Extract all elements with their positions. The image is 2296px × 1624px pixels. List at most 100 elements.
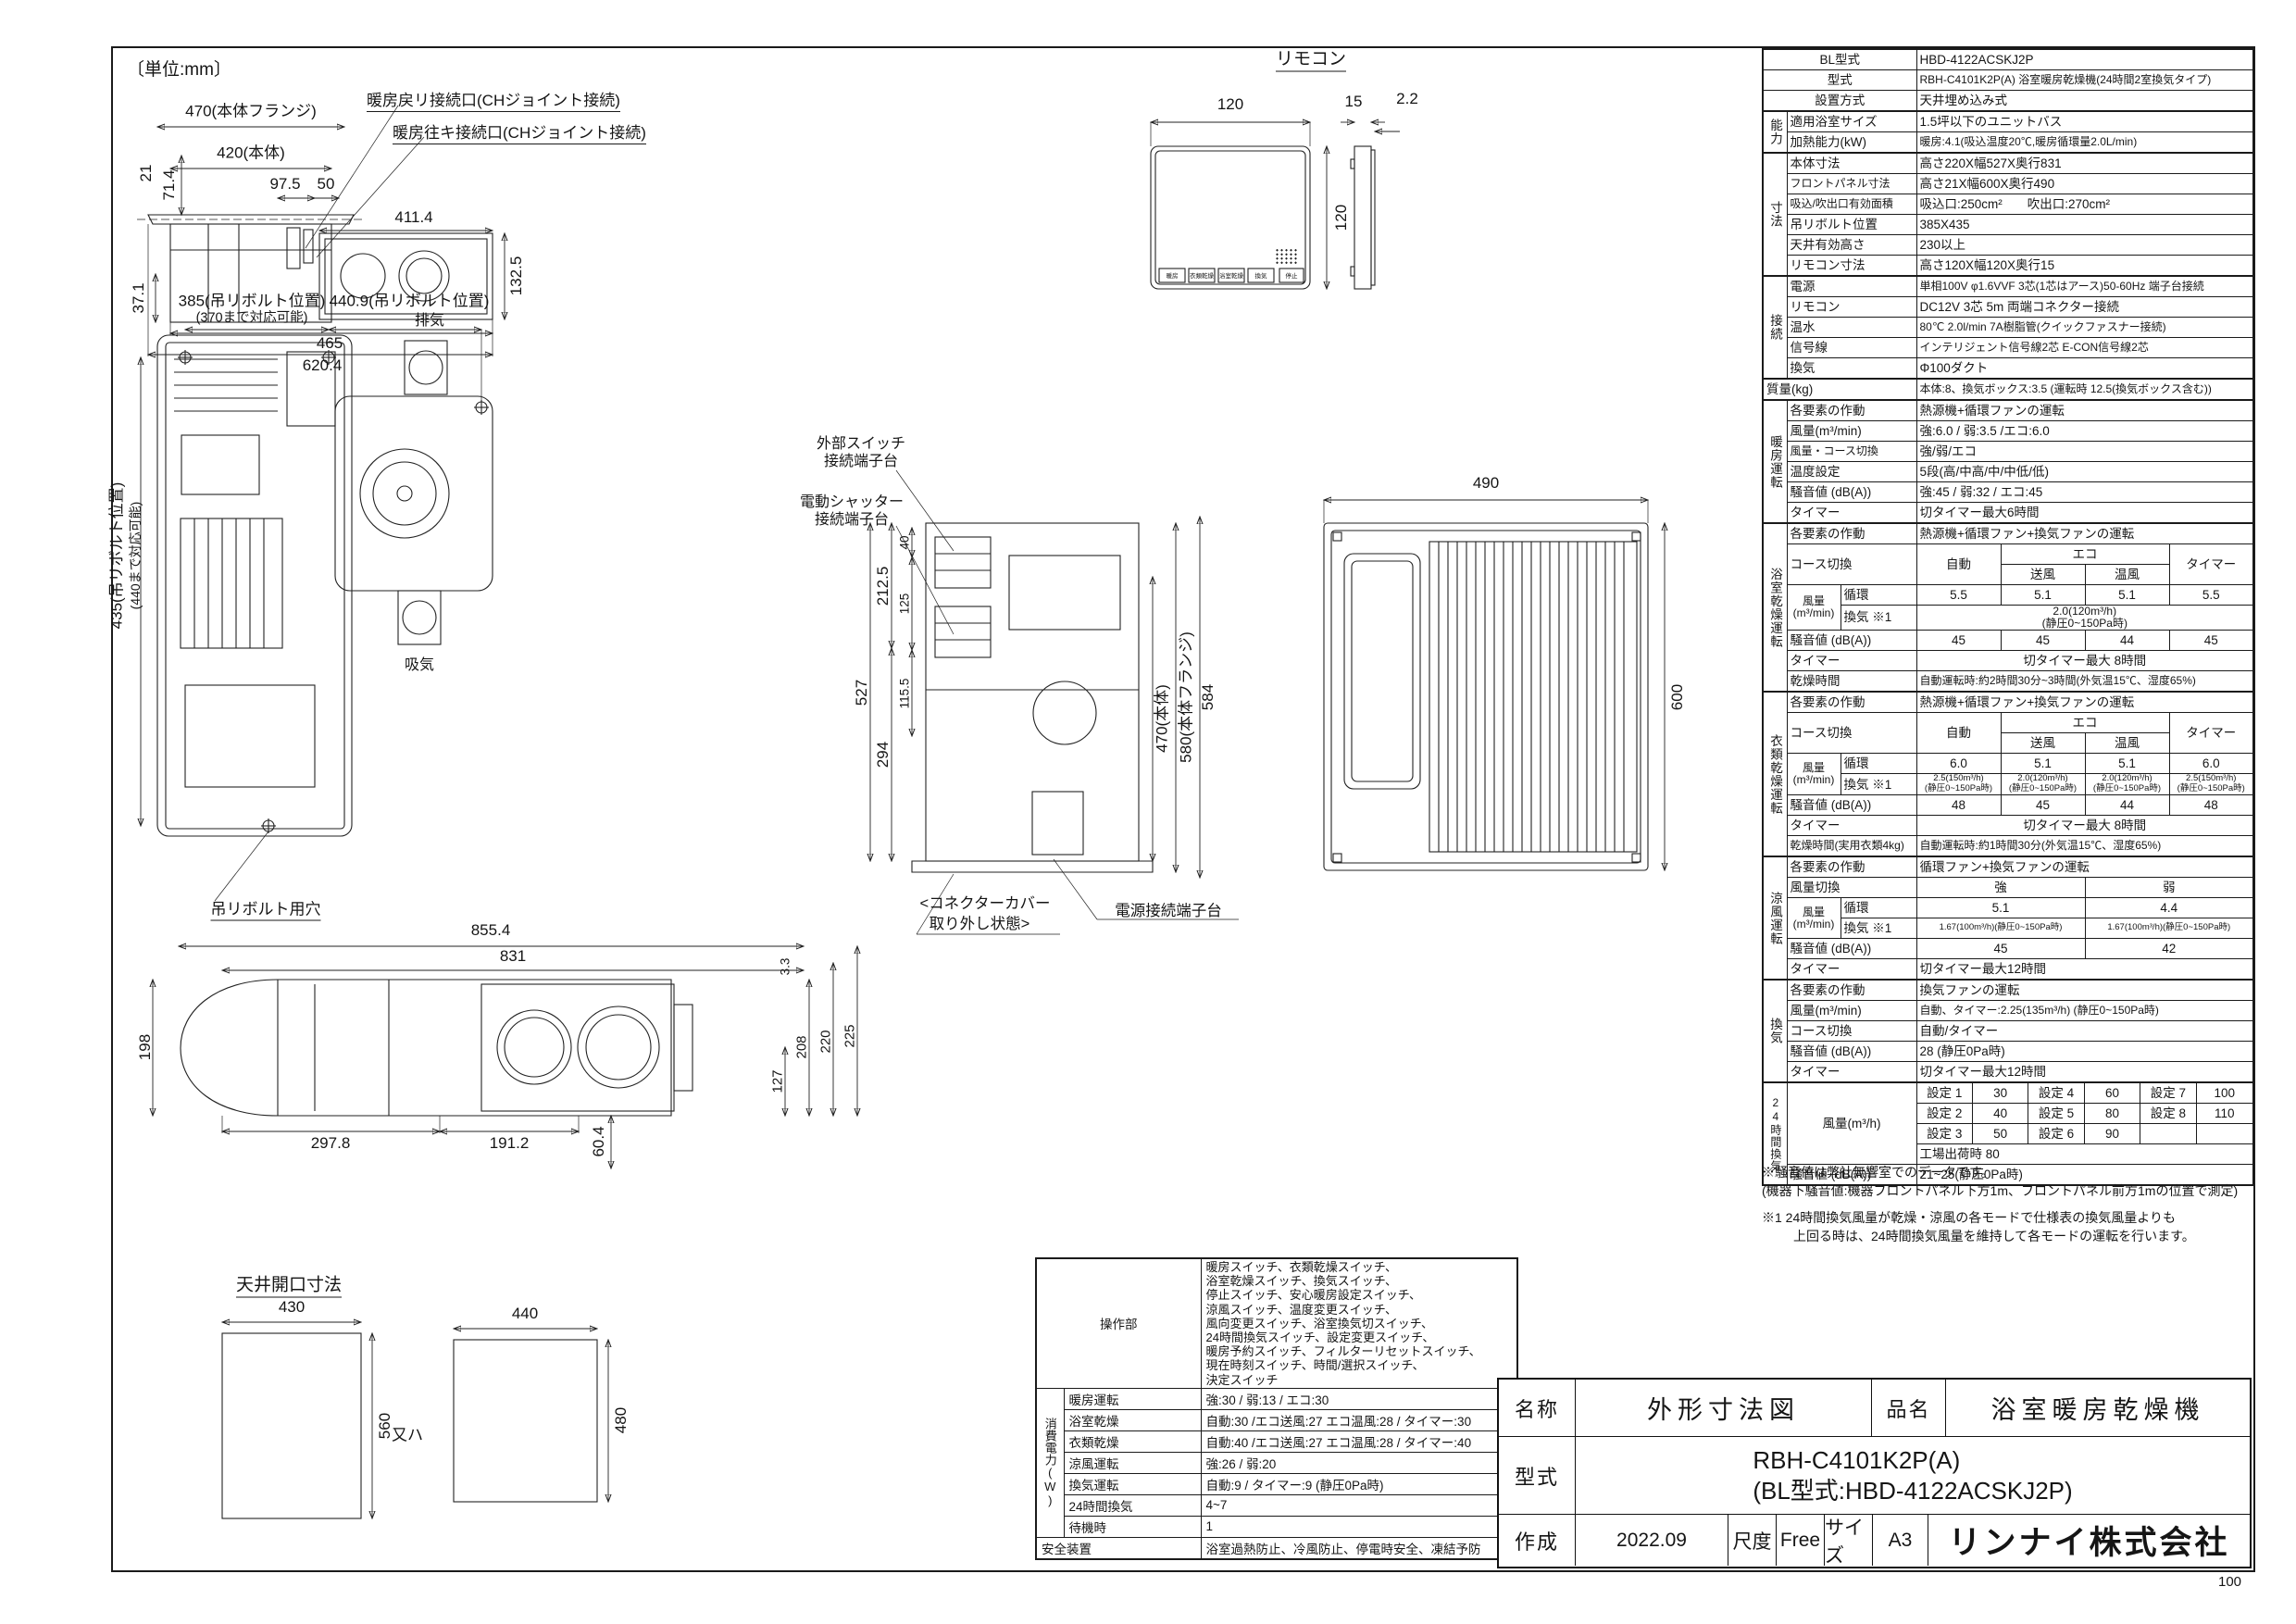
spec-row: 信号線インテリジェント信号線2芯 E-CON信号線2芯 [1763, 337, 2254, 358]
spec-row: 衣類乾燥運転各要素の作動熱源機+循環ファン+換気ファンの運転 [1762, 691, 2254, 857]
spec-group: 換気 [1762, 979, 1788, 1083]
external-switch-terminal-label: 外部スイッチ [816, 436, 906, 452]
dim-label: 132.5 [507, 256, 525, 296]
spec-row: コース切換自動エコタイマー [1763, 543, 2254, 585]
controls-label: 換気運転 [1063, 1472, 1202, 1495]
spec-value: インテリジェント信号線2芯 E-CON信号線2芯 [1915, 337, 2254, 358]
controls-value: 自動:30 /エコ送風:27 エコ温風:28 / タイマー:30 [1200, 1408, 1518, 1431]
spec-value: 5.1 [2000, 584, 2086, 606]
spec-label: 換気 ※1 [1840, 918, 1917, 940]
spec-label: リモコン寸法 [1786, 255, 1917, 277]
spec-value: 本体:8、換気ボックス:3.5 (運転時 12.5(換気ボックス含む)) [1915, 378, 2254, 401]
spec-label: 温度設定 [1786, 461, 1917, 482]
spec-value: 高さ120X幅120X奥行15 [1915, 255, 2254, 277]
spec-row: 寸法本体寸法高さ220X幅527X奥行831 [1762, 152, 2254, 277]
dim-label: 600 [1668, 683, 1686, 711]
spec-label: 乾燥時間 [1786, 670, 1917, 693]
setting-cell: 60 [2084, 1084, 2141, 1105]
spec-value: 自動運転時:約1時間30分(外気温15℃、湿度65%) [1915, 835, 2254, 857]
spec-value: 4.4 [2084, 897, 2254, 919]
electric-shutter-terminal-label: 接続端子台 [814, 512, 890, 528]
spec-value: 6.0 [2168, 753, 2254, 775]
controls-label: 暖房運転 [1063, 1387, 1202, 1410]
spec-row: 風量・コース切換強/弱/エコ [1763, 441, 2254, 462]
spec-label: 温水 [1786, 317, 1917, 338]
spec-row: 騒音値 (dB(A))強:45 / 弱:32 / エコ:45 [1763, 481, 2254, 503]
controls-table: 操作部暖房スイッチ、衣類乾燥スイッチ、 浴室乾燥スイッチ、換気スイッチ、 停止ス… [1035, 1257, 1518, 1560]
spec-value: 45 [1915, 938, 2086, 960]
controls-label: 浴室乾燥 [1063, 1408, 1202, 1431]
spec-value: 単相100V φ1.6VVF 3芯(1芯はアース)50-60Hz 端子台接続 [1915, 275, 2254, 297]
electric-shutter-terminal-label: 電動シャッター [799, 494, 905, 510]
spec-label: 換気 ※1 [1840, 604, 1917, 631]
controls-label: 涼風運転 [1063, 1451, 1202, 1474]
setting-cell [2197, 1124, 2252, 1143]
bottom-view-drawing [153, 946, 857, 1168]
spec-row: 質量(kg)本体:8、換気ボックス:3.5 (運転時 12.5(換気ボックス含む… [1762, 378, 2254, 401]
spec-row: 風量(m³/min)自動、タイマー:2.25(135m³/h) (静圧0~150… [1763, 1000, 2254, 1022]
spec-label: 風量切換 [1786, 877, 1917, 899]
spec-row: タイマー切タイマー最大12時間 [1763, 958, 2254, 981]
spec-value: 強/弱/エコ [1915, 441, 2254, 462]
spec-value: 42 [2084, 938, 2254, 960]
dim-label: 120 [1332, 204, 1350, 231]
dim-label: 40 [897, 535, 912, 550]
dim-label: 2.2 [1396, 90, 1418, 107]
controls-value: 4~7 [1200, 1493, 1518, 1517]
spec-value: 天井埋め込み式 [1915, 90, 2254, 112]
spec-value: 45 [1915, 630, 2002, 652]
setting-cell: 設定 6 [2028, 1124, 2085, 1143]
connector-cover-note: <コネクターカバー [919, 895, 1051, 912]
dim-label: 435(吊リボルト位置) [107, 481, 126, 630]
title-scale-label: 尺度 [1728, 1515, 1777, 1566]
spec-value: 2.0(120m³/h) (静圧0~150Pa時) [2084, 773, 2170, 796]
spec-value: RBH-C4101K2P(A) 浴室暖房乾燥機(24時間2室換気タイプ) [1915, 69, 2254, 91]
spec-group: 涼風運転 [1762, 856, 1788, 981]
spec-value: 44 [2084, 794, 2170, 817]
spec-value: 暖房:4.1(吸込温度20℃,暖房循環量2.0L/min) [1915, 131, 2254, 154]
spec-label: 騒音値 (dB(A)) [1786, 938, 1917, 960]
spec-label: 風量 (m³/min) [1786, 753, 1841, 796]
hanging-bolt-hole-label: 吊リボルト用穴 [210, 896, 321, 921]
spec-label: 質量(kg) [1762, 378, 1917, 401]
setting-cell: 50 [1973, 1124, 2029, 1143]
spec-label: 風量(m³/min) [1786, 1000, 1917, 1022]
controls-label: 安全装置 [1035, 1536, 1202, 1560]
remote-drawing [1151, 122, 1400, 289]
controls-value: 自動:9 / タイマー:9 (静圧0Pa時) [1200, 1472, 1518, 1495]
dim-label: 97.5 [269, 175, 301, 193]
spec-col-header: 送風 [2000, 732, 2086, 755]
spec-value: 自動運転時:約2時間30分~3時間(外気温15℃、湿度65%) [1915, 670, 2254, 693]
dim-label: 527 [853, 679, 870, 706]
dim-label: 60.4 [590, 1126, 607, 1157]
spec-col-header: 温風 [2084, 732, 2170, 755]
spec-value: 1.5坪以下のユニットバス [1915, 110, 2254, 132]
external-switch-terminal-label: 接続端子台 [823, 454, 899, 469]
controls-label: 衣類乾燥 [1063, 1430, 1202, 1453]
dim-label: 584 [1199, 683, 1217, 711]
title-size-label: サイズ [1825, 1515, 1873, 1566]
spec-row: フロントパネル寸法高さ21X幅600X奥行490 [1763, 173, 2254, 194]
spec-row: 騒音値 (dB(A))21~25(静圧0Pa時) [1763, 1164, 2254, 1186]
spec-row: 涼風運転各要素の作動循環ファン+換気ファンの運転 [1762, 856, 2254, 981]
sheet-frame [111, 46, 2255, 1572]
spec-group: 24時間換気 [1762, 1081, 1788, 1186]
dim-label: 15 [1344, 93, 1363, 110]
title-model-value: RBH-C4101K2P(A) (BL型式:HBD-4122ACSKJ2P) [1753, 1445, 2072, 1505]
spec-col-header: エコ [2000, 543, 2170, 565]
spec-value: 385X435 [1915, 214, 2254, 235]
spec-col-header: 自動 [1915, 543, 2002, 585]
controls-label: 待機時 [1063, 1515, 1202, 1538]
spec-label: 騒音値 (dB(A)) [1786, 630, 1917, 652]
dim-note: (370まで対応可能) [195, 310, 308, 326]
spec-label: 吊リボルト位置 [1786, 214, 1917, 235]
exhaust-label: 排気 [414, 313, 445, 329]
setting-cell: 100 [2196, 1084, 2252, 1105]
